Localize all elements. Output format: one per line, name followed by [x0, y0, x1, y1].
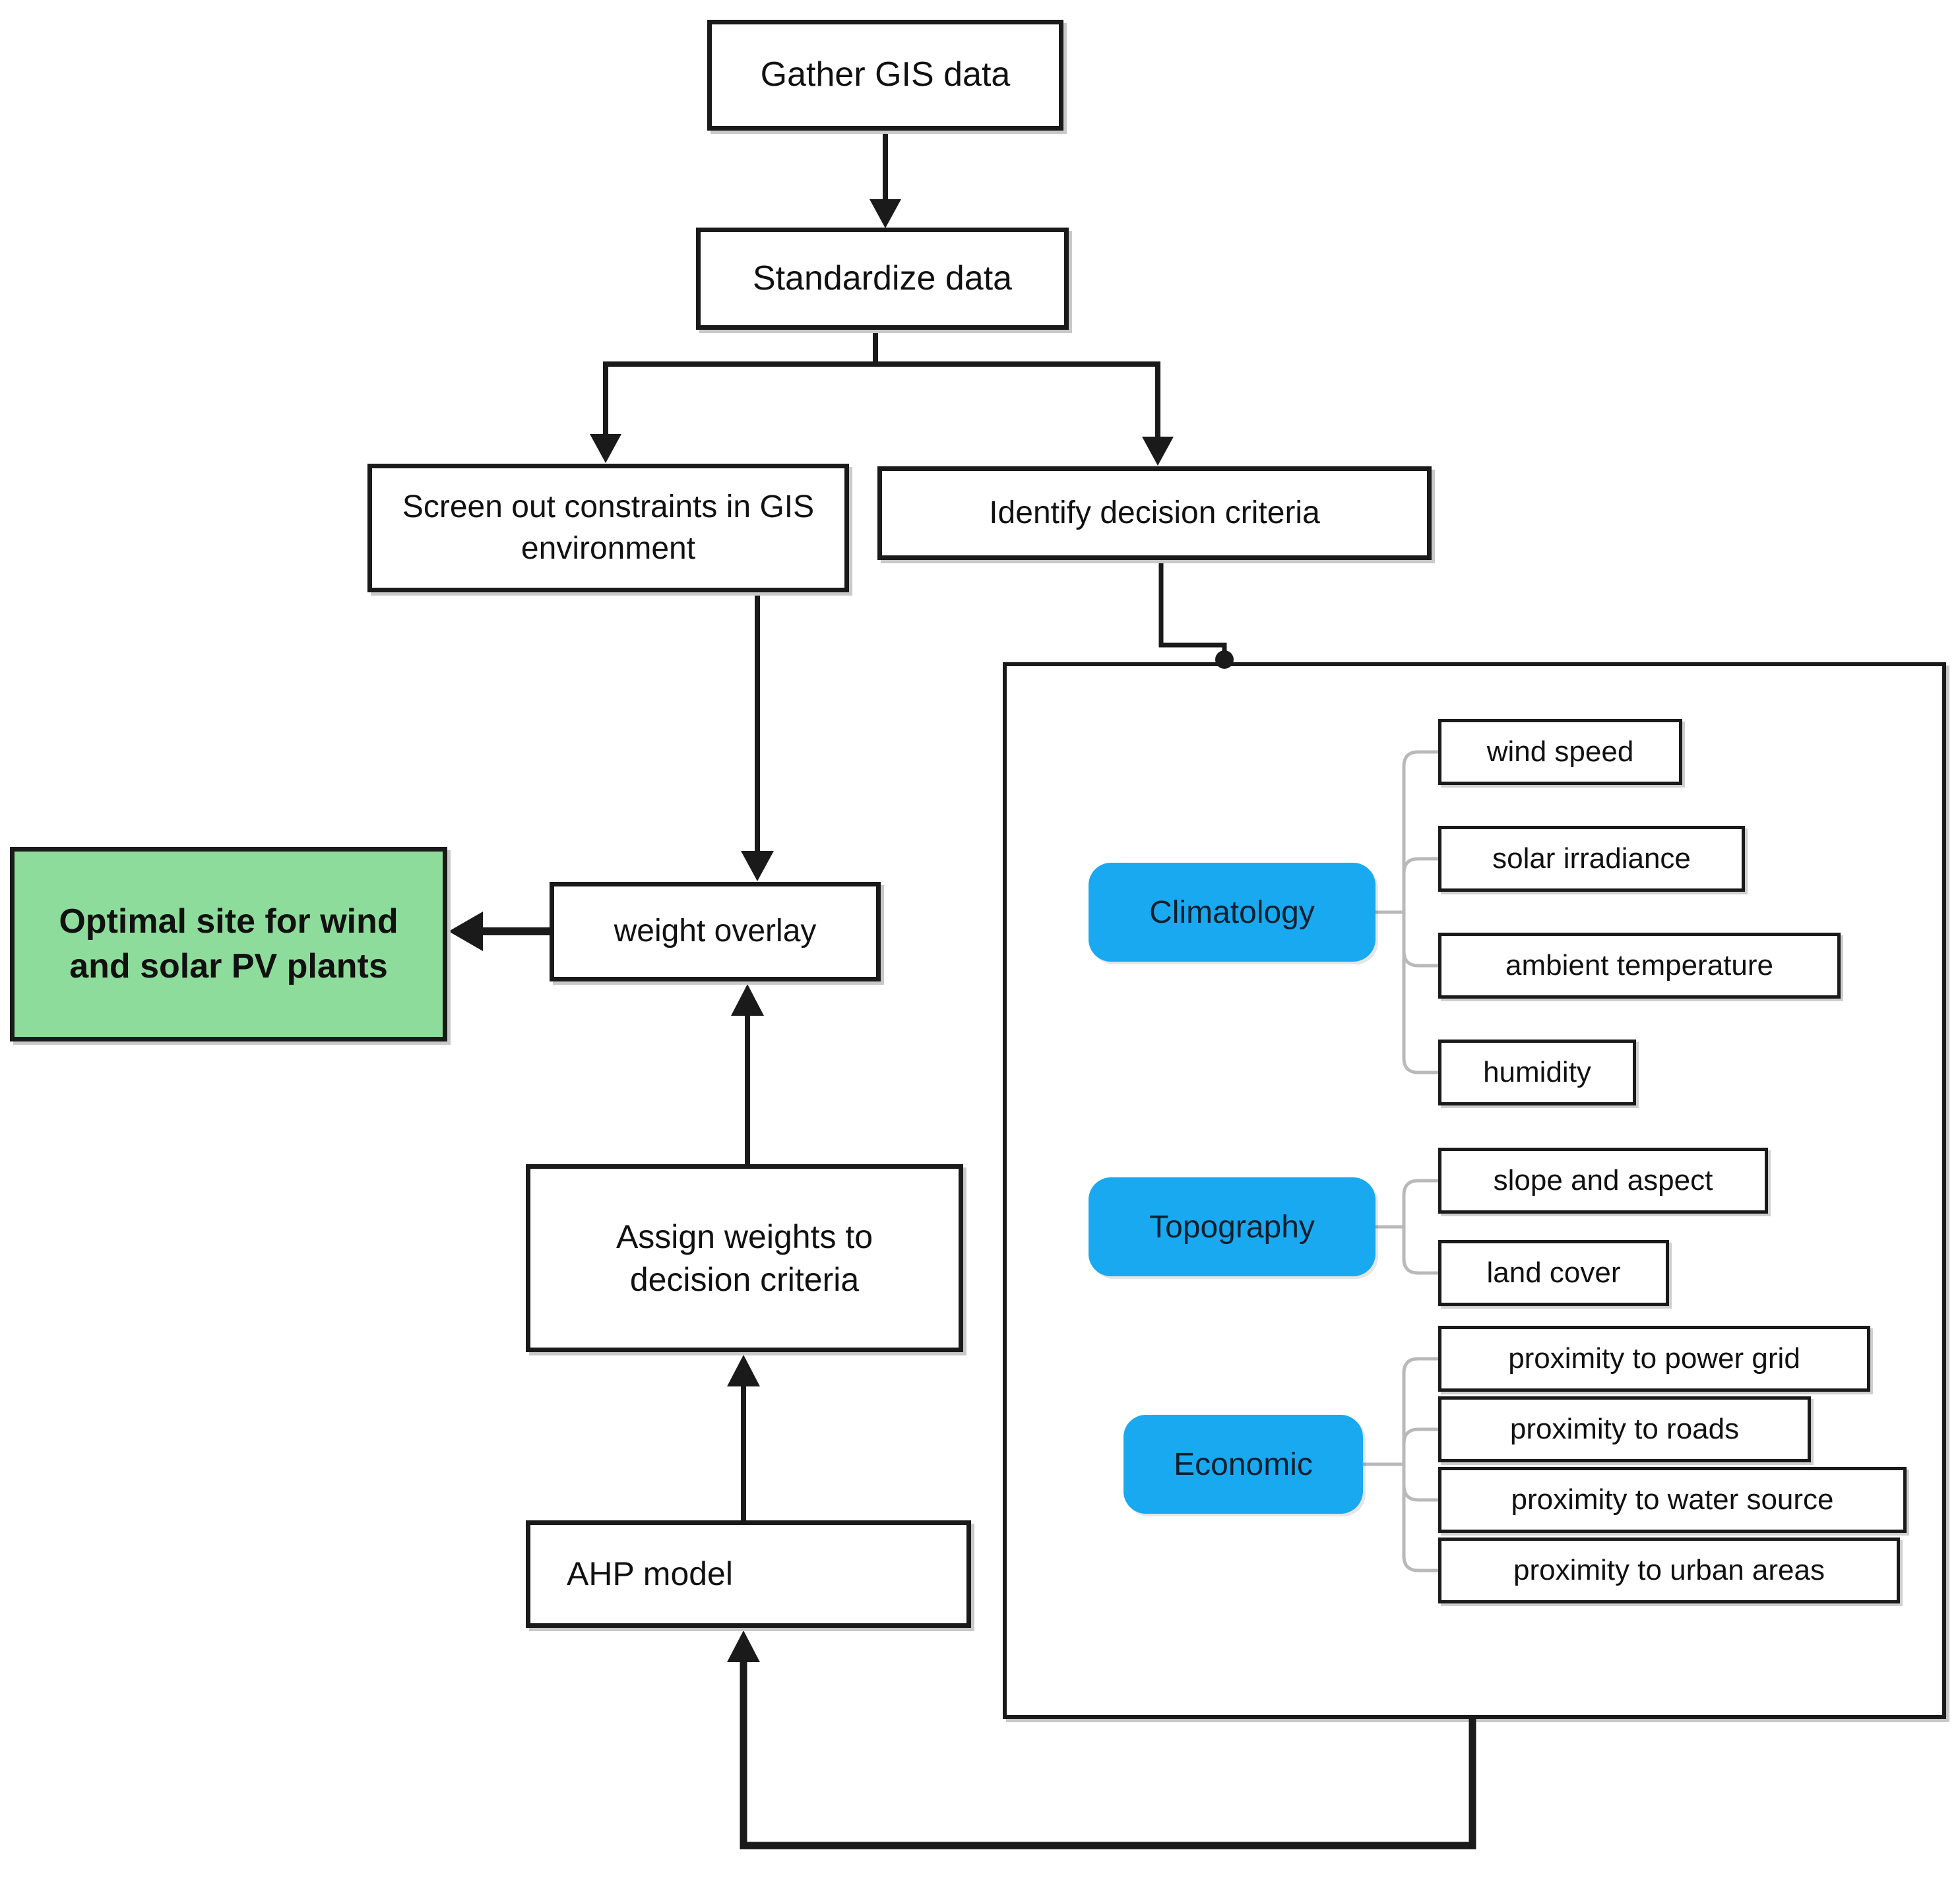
- criterion-proximity-power-grid: proximity to power grid: [1438, 1326, 1870, 1392]
- arrowhead-into-weight-overlay-bottom: [731, 984, 764, 1016]
- connector-climatology-irradiance: [1402, 857, 1438, 912]
- arrowhead-into-assign-weights: [727, 1355, 760, 1386]
- node-standardize-data: Standardize data: [696, 228, 1069, 330]
- connector-economic-powergrid: [1402, 1357, 1438, 1464]
- arrowhead-into-weight-overlay-top: [741, 851, 774, 881]
- node-optimal-site: Optimal site for wind and solar PV plant…: [10, 847, 447, 1041]
- node-gather-gis-data-label: Gather GIS data: [760, 55, 1011, 94]
- connector-climatology-windspeed: [1402, 750, 1438, 912]
- criterion-wind-speed-label: wind speed: [1486, 735, 1634, 768]
- category-topography: Topography: [1089, 1177, 1375, 1276]
- connector-climatology-temperature: [1402, 912, 1438, 968]
- criterion-solar-irradiance-label: solar irradiance: [1492, 842, 1691, 875]
- criterion-land-cover: land cover: [1438, 1240, 1669, 1306]
- criterion-slope-aspect-label: slope and aspect: [1493, 1164, 1713, 1197]
- connector-topography-slope: [1402, 1179, 1438, 1227]
- criterion-proximity-urban-areas: proximity to urban areas: [1438, 1538, 1900, 1603]
- node-gather-gis-data: Gather GIS data: [707, 20, 1063, 131]
- connector-economic-water: [1402, 1464, 1438, 1502]
- connector-topography-landcover: [1402, 1227, 1438, 1275]
- criterion-proximity-water-source-label: proximity to water source: [1511, 1483, 1834, 1516]
- category-economic: Economic: [1123, 1415, 1363, 1514]
- criterion-ambient-temperature: ambient temperature: [1438, 933, 1841, 999]
- connector-identify-container: [1158, 560, 1227, 658]
- criterion-wind-speed: wind speed: [1438, 719, 1682, 785]
- node-weight-overlay: weight overlay: [550, 882, 881, 981]
- criterion-proximity-urban-areas-label: proximity to urban areas: [1513, 1554, 1825, 1587]
- criterion-solar-irradiance: solar irradiance: [1438, 826, 1745, 892]
- criterion-humidity-label: humidity: [1483, 1056, 1591, 1089]
- category-climatology: Climatology: [1089, 863, 1375, 962]
- arrowhead-into-identify: [1142, 437, 1174, 466]
- node-ahp-model-label: AHP model: [567, 1555, 733, 1592]
- criterion-proximity-water-source: proximity to water source: [1438, 1467, 1907, 1533]
- node-assign-weights-label: Assign weights to decision criteria: [616, 1218, 873, 1298]
- junction-dot: [1215, 650, 1234, 669]
- arrowhead-into-standardize: [869, 199, 901, 228]
- node-assign-weights: Assign weights to decision criteria: [526, 1164, 963, 1352]
- connector-economic-roads: [1402, 1427, 1438, 1464]
- connector-branch-right: [875, 361, 1160, 437]
- arrowhead-into-optimal-site: [449, 912, 483, 951]
- connector-branch-left: [603, 330, 878, 434]
- arrowhead-into-screen-out: [590, 434, 621, 463]
- criterion-proximity-roads-label: proximity to roads: [1509, 1413, 1740, 1446]
- criterion-proximity-power-grid-label: proximity to power grid: [1508, 1342, 1800, 1375]
- connector-climatology-humidity: [1402, 912, 1438, 1074]
- node-ahp-model: AHP model: [526, 1520, 971, 1628]
- node-weight-overlay-label: weight overlay: [614, 914, 817, 949]
- arrowhead-into-ahp: [727, 1631, 760, 1662]
- criterion-ambient-temperature-label: ambient temperature: [1505, 949, 1773, 982]
- connector-economic-urban: [1402, 1464, 1438, 1572]
- connector-container-ahp: [740, 1661, 1476, 1849]
- node-identify-decision-criteria: Identify decision criteria: [877, 466, 1432, 560]
- category-topography-label: Topography: [1149, 1209, 1315, 1245]
- criterion-slope-aspect: slope and aspect: [1438, 1148, 1768, 1214]
- node-identify-decision-criteria-label: Identify decision criteria: [989, 495, 1320, 530]
- node-screen-out-constraints-label: Screen out constraints in GIS environmen…: [402, 489, 815, 566]
- criterion-humidity: humidity: [1438, 1040, 1636, 1105]
- node-screen-out-constraints: Screen out constraints in GIS environmen…: [367, 464, 849, 592]
- category-climatology-label: Climatology: [1149, 894, 1315, 930]
- node-standardize-data-label: Standardize data: [752, 259, 1013, 297]
- criterion-proximity-roads: proximity to roads: [1438, 1396, 1811, 1462]
- category-economic-label: Economic: [1174, 1446, 1313, 1482]
- node-optimal-site-label: Optimal site for wind and solar PV plant…: [59, 902, 398, 985]
- criterion-land-cover-label: land cover: [1486, 1257, 1621, 1289]
